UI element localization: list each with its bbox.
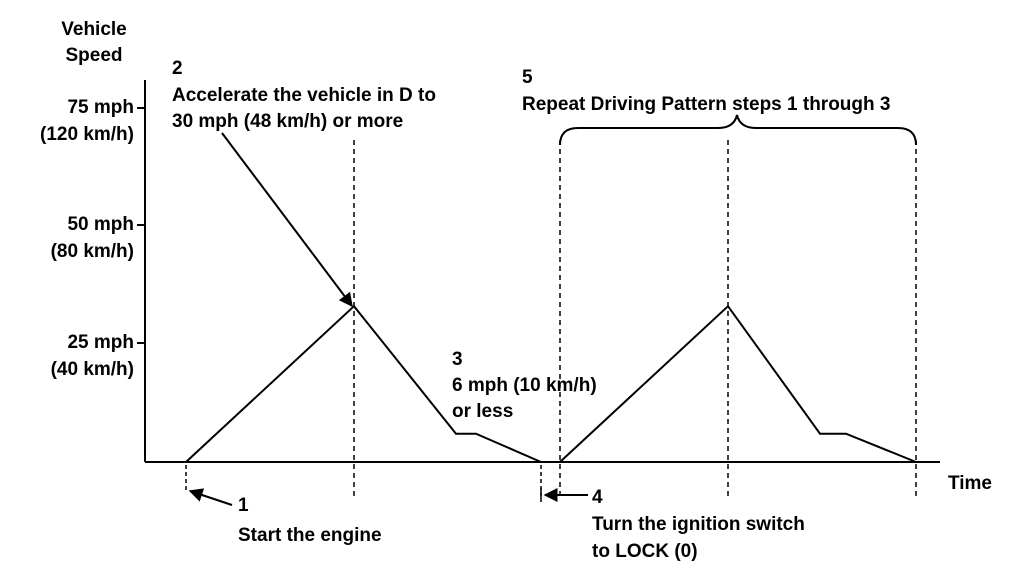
step2-callout-arrow [221,132,353,308]
step3-text-line2: or less [452,401,514,422]
step2-text-line2: 30 mph (48 km/h) or more [172,111,404,132]
step2-number: 2 [172,58,183,79]
y-tick-label-50-kmh: (80 km/h) [50,241,134,262]
y-tick-label-75-mph: 75 mph [67,97,134,118]
y-tick-label-25-mph: 25 mph [67,332,134,353]
step1-text: Start the engine [238,525,382,546]
step1-callout-arrow [188,488,233,506]
step1-number: 1 [238,495,249,516]
y-tick-label-75-kmh: (120 km/h) [40,124,134,145]
step2-text-line1: Accelerate the vehicle in D to [172,85,436,106]
y-tick-label-25-kmh: (40 km/h) [50,359,134,380]
step3-number: 3 [452,349,463,370]
y-axis-title-line2: Speed [65,45,123,66]
step4-text-line2: to LOCK (0) [592,541,698,562]
speed-profile-line [185,304,917,463]
y-axis-title-line1: Vehicle [61,19,127,40]
x-axis-title: Time [948,473,993,494]
step5-number: 5 [522,67,533,88]
repeat-brace [559,114,917,146]
step5-text: Repeat Driving Pattern steps 1 through 3 [522,94,891,115]
step3-text-line1: 6 mph (10 km/h) [452,375,597,396]
step4-number: 4 [592,487,603,508]
y-tick-label-50-mph: 50 mph [67,214,134,235]
step4-text-line1: Turn the ignition switch [592,514,805,535]
